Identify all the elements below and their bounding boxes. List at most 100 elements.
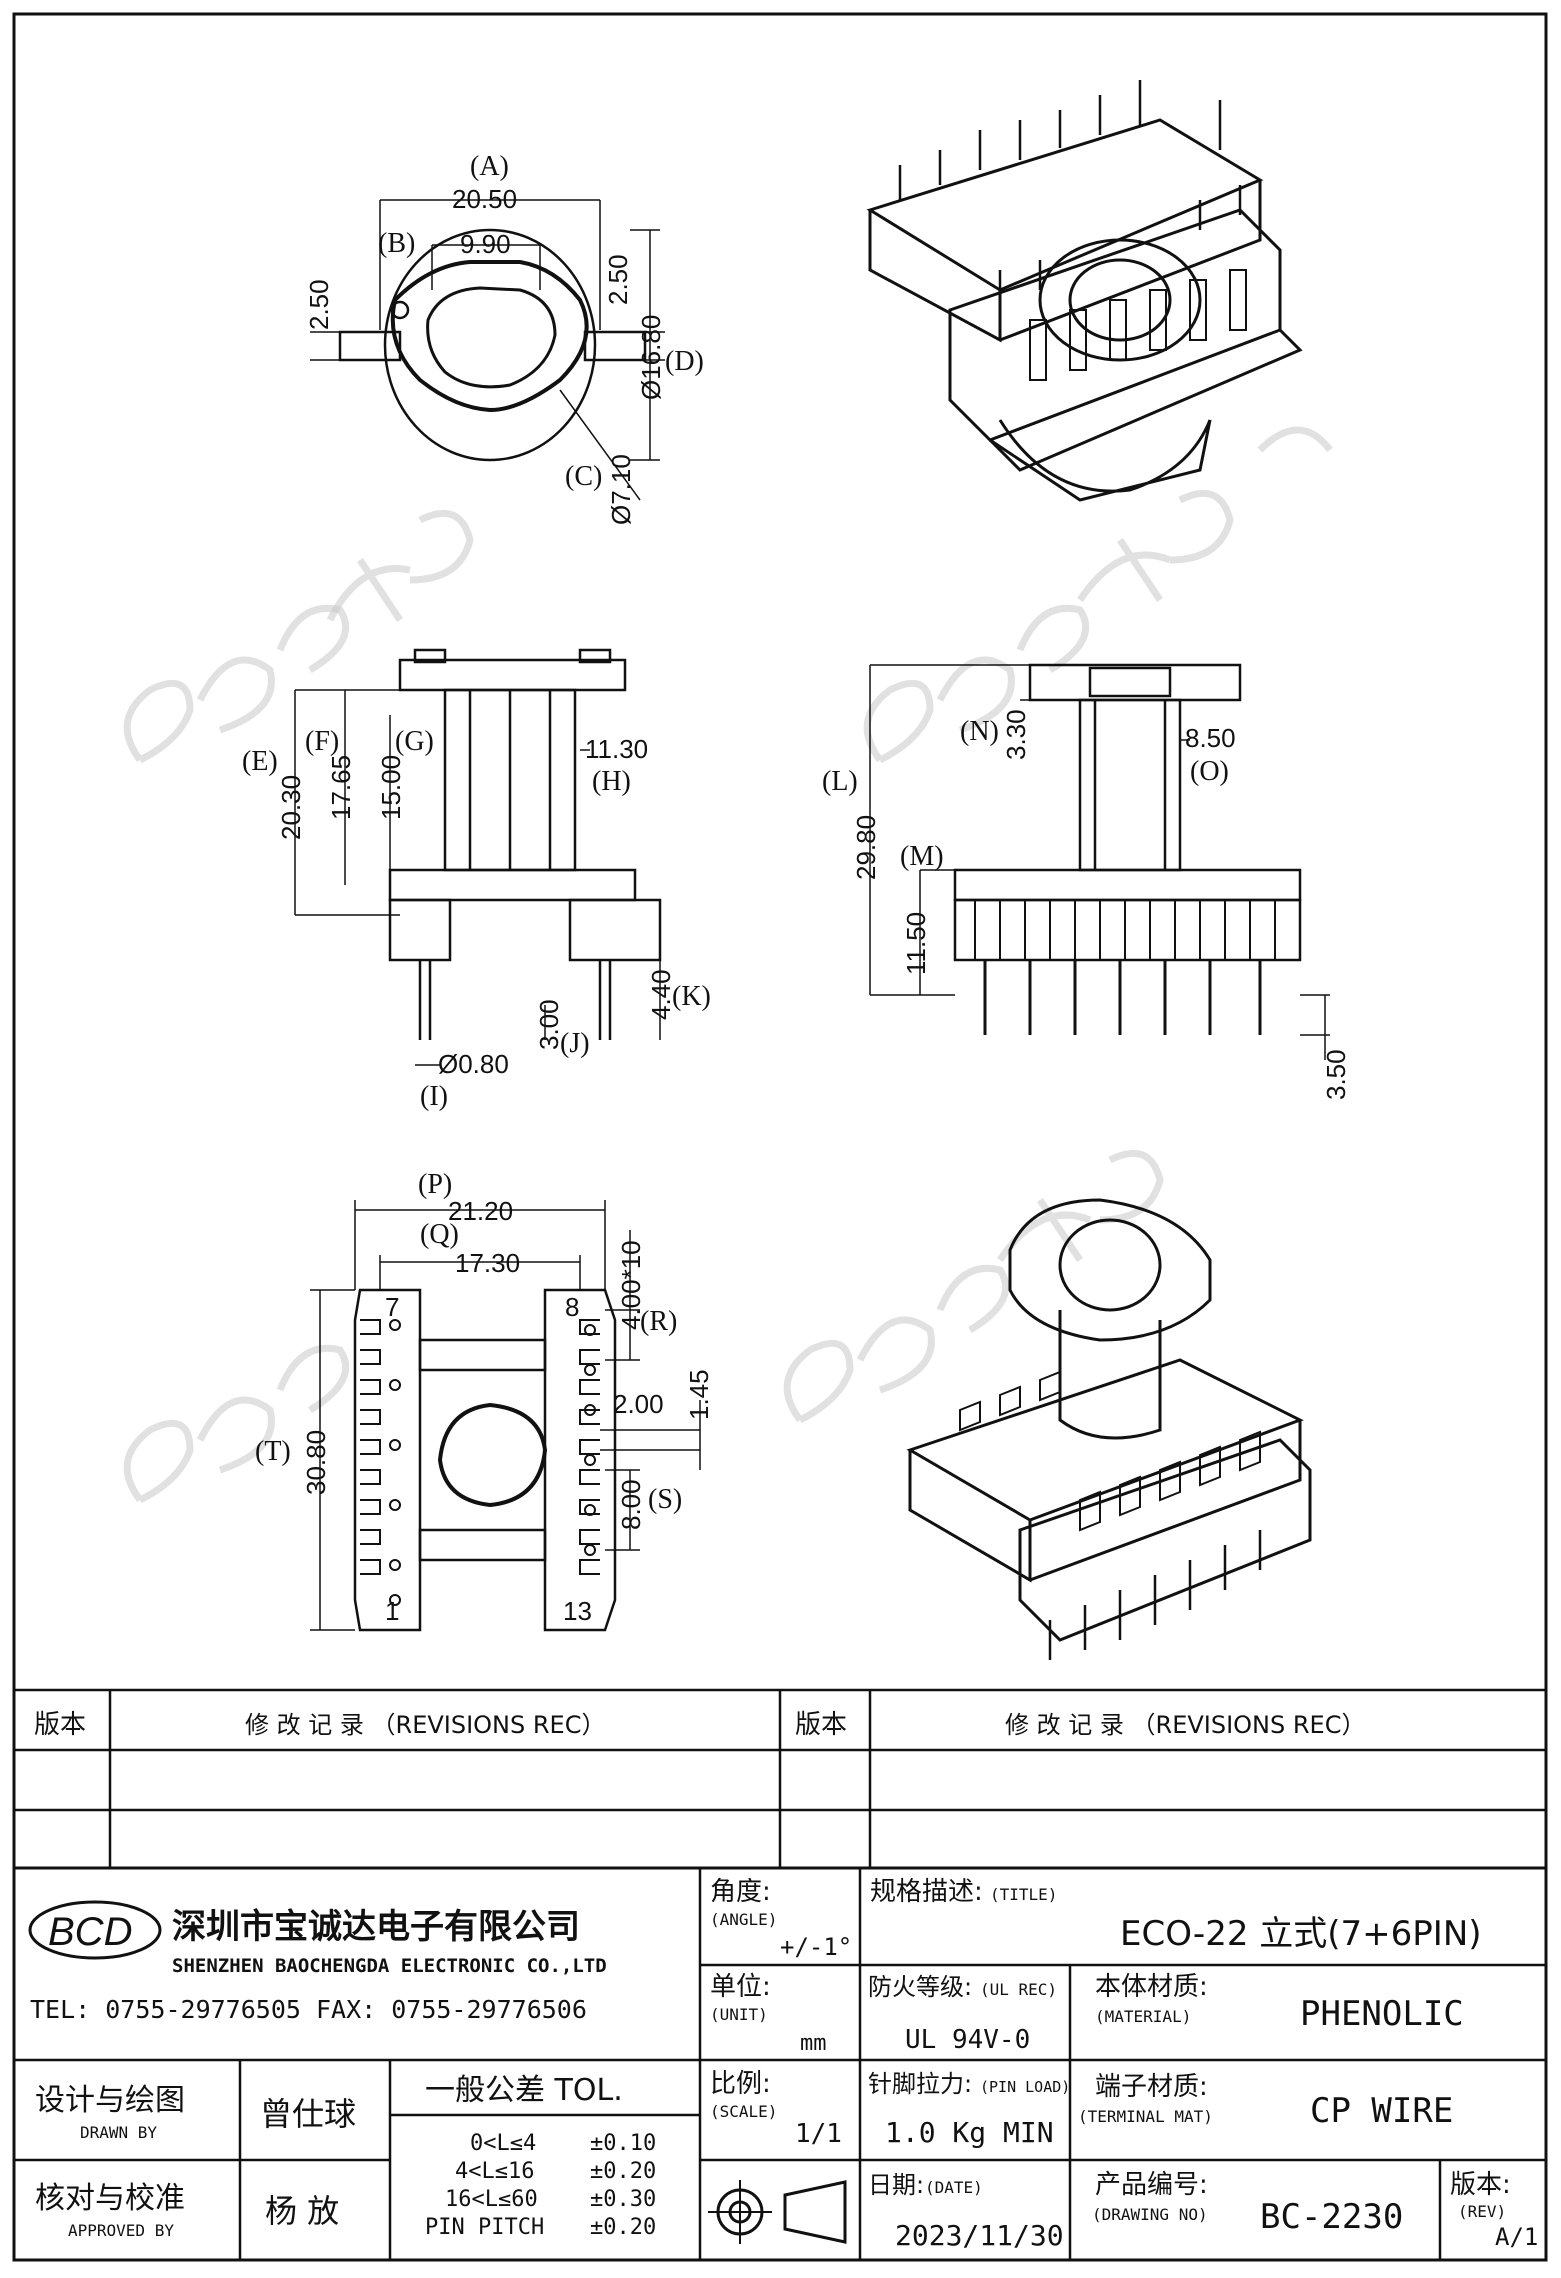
dim-p: 21.20 bbox=[448, 1196, 513, 1226]
dim-f: 17.65 bbox=[326, 755, 356, 820]
dim-pitch: 1.45 bbox=[684, 1369, 714, 1420]
dim-m: 11.50 bbox=[901, 912, 931, 975]
bottom-view bbox=[310, 1200, 701, 1632]
unit-en: (UNIT) bbox=[710, 2005, 768, 2024]
title-block-grid bbox=[14, 1868, 1546, 2260]
tolerance-label: 一般公差 TOL. bbox=[425, 2073, 623, 2108]
angle-value: +/-1° bbox=[780, 1933, 852, 1961]
label-d: (D) bbox=[665, 346, 704, 377]
revision-record-header-right: 修 改 记 录 （REVISIONS REC） bbox=[1005, 1711, 1365, 1739]
label-s: (S) bbox=[648, 1484, 682, 1515]
pin-label-8: 8 bbox=[565, 1292, 579, 1322]
designer-label: 设计与绘图 bbox=[35, 2083, 185, 2118]
dim-j: 3.00 bbox=[534, 999, 564, 1050]
dim-g: 15.00 bbox=[376, 755, 406, 820]
pinload-value: 1.0 Kg MIN bbox=[885, 2116, 1054, 2149]
terminal-value: CP WIRE bbox=[1310, 2091, 1453, 2131]
side-view bbox=[869, 663, 1330, 1060]
tol-range: 4<L≤16 bbox=[455, 2159, 534, 2184]
scale-value: 1/1 bbox=[795, 2119, 842, 2149]
top-view bbox=[310, 199, 665, 501]
label-m: (M) bbox=[900, 841, 944, 872]
ul-label: 防火等级: bbox=[868, 1973, 972, 2001]
dim-i: Ø0.80 bbox=[438, 1049, 509, 1079]
dim-slot-left: 2.50 bbox=[304, 279, 334, 330]
tolerance-table: 0<L≤4 ±0.10 4<L≤16 ±0.20 16<L≤60 ±0.30 P… bbox=[425, 2131, 656, 2240]
ul-en: (UL REC) bbox=[980, 1980, 1057, 1999]
approver-en: APPROVED BY bbox=[68, 2221, 174, 2240]
label-j: (J) bbox=[560, 1028, 590, 1059]
dim-d: Ø16.80 bbox=[636, 315, 666, 400]
dim-e: 20.30 bbox=[276, 775, 306, 840]
label-e: (E) bbox=[242, 746, 278, 777]
pin-label-7: 7 bbox=[385, 1292, 399, 1322]
angle-en: (ANGLE) bbox=[710, 1910, 777, 1929]
date-value: 2023/11/30 bbox=[895, 2219, 1064, 2252]
dim-l: 29.80 bbox=[851, 815, 881, 880]
label-o: (O) bbox=[1190, 756, 1229, 787]
unit-value: mm bbox=[800, 2031, 827, 2056]
label-i: (I) bbox=[420, 1081, 448, 1112]
designer-en: DRAWN BY bbox=[80, 2123, 157, 2142]
rev-value: A/1 bbox=[1495, 2223, 1538, 2251]
label-n: (N) bbox=[960, 716, 999, 747]
title-value: ECO-22 立式(7+6PIN) bbox=[1120, 1914, 1482, 1954]
revision-version-header-left: 版本 bbox=[34, 1710, 86, 1740]
dim-c: Ø7.10 bbox=[606, 454, 636, 525]
ul-value: UL 94V-0 bbox=[905, 2025, 1030, 2055]
approver-label: 核对与校准 bbox=[35, 2181, 185, 2216]
label-b: (B) bbox=[378, 228, 415, 259]
rev-label: 版本: bbox=[1450, 2170, 1511, 2200]
company-name-cn: 深圳市宝诚达电子有限公司 bbox=[172, 1907, 580, 1947]
title-en: (TITLE) bbox=[990, 1885, 1057, 1904]
dim-o: 8.50 bbox=[1185, 723, 1236, 753]
dim-gap: 2.00 bbox=[613, 1389, 664, 1419]
label-c: (C) bbox=[565, 461, 602, 492]
material-en: (MATERIAL) bbox=[1095, 2007, 1191, 2026]
front-view bbox=[294, 648, 662, 1066]
tol-range: 0<L≤4 bbox=[470, 2131, 536, 2156]
drawing-no-en: (DRAWING NO) bbox=[1092, 2205, 1208, 2224]
scale-en: (SCALE) bbox=[710, 2102, 777, 2121]
title-label: 规格描述: bbox=[870, 1877, 983, 1907]
dim-a: 20.50 bbox=[452, 184, 517, 214]
label-t: (T) bbox=[255, 1436, 291, 1467]
sheet-border bbox=[12, 12, 1548, 2262]
terminal-en: (TERMINAL MAT) bbox=[1078, 2107, 1213, 2126]
label-q: (Q) bbox=[420, 1219, 459, 1250]
label-l: (L) bbox=[822, 766, 858, 797]
date-en: (DATE) bbox=[925, 2178, 983, 2197]
unit-label: 单位: bbox=[710, 1972, 771, 2002]
revision-record-header-left: 修 改 记 录 （REVISIONS REC） bbox=[245, 1711, 605, 1739]
revision-table bbox=[14, 1688, 1546, 1870]
material-label: 本体材质: bbox=[1095, 1972, 1208, 2002]
dim-q: 17.30 bbox=[455, 1248, 520, 1278]
svg-text:BCD: BCD bbox=[48, 1910, 132, 1954]
angle-label: 角度: bbox=[710, 1877, 771, 1907]
material-value: PHENOLIC bbox=[1300, 1994, 1464, 2034]
tol-value: ±0.10 bbox=[590, 2131, 656, 2156]
pin-label-13: 13 bbox=[563, 1596, 592, 1626]
dim-b: 9.90 bbox=[460, 229, 511, 259]
company-name-en: SHENZHEN BAOCHENGDA ELECTRONIC CO.,LTD bbox=[172, 1955, 607, 1977]
dim-n: 3.30 bbox=[1001, 709, 1031, 760]
projection-symbol-icon bbox=[708, 2180, 847, 2244]
dim-s: 8.00 bbox=[616, 1479, 646, 1530]
dim-pin-length: 3.50 bbox=[1321, 1049, 1351, 1100]
pin-label-1: 1 bbox=[385, 1596, 399, 1626]
dim-t: 30.80 bbox=[301, 1430, 331, 1495]
label-f: (F) bbox=[305, 726, 339, 757]
tol-value: ±0.30 bbox=[590, 2187, 656, 2212]
dim-h: 11.30 bbox=[585, 734, 648, 764]
company-logo: BCD bbox=[28, 1900, 162, 1960]
dim-r: 4.00*10 bbox=[616, 1240, 646, 1330]
label-h: (H) bbox=[592, 766, 631, 797]
dim-k: 4.40 bbox=[646, 969, 676, 1020]
date-label: 日期: bbox=[868, 2171, 924, 2199]
label-a: (A) bbox=[470, 151, 509, 182]
pinload-label: 针脚拉力: bbox=[868, 2070, 972, 2098]
isometric-view-top bbox=[866, 80, 1303, 502]
approver-value: 杨 放 bbox=[265, 2192, 339, 2230]
